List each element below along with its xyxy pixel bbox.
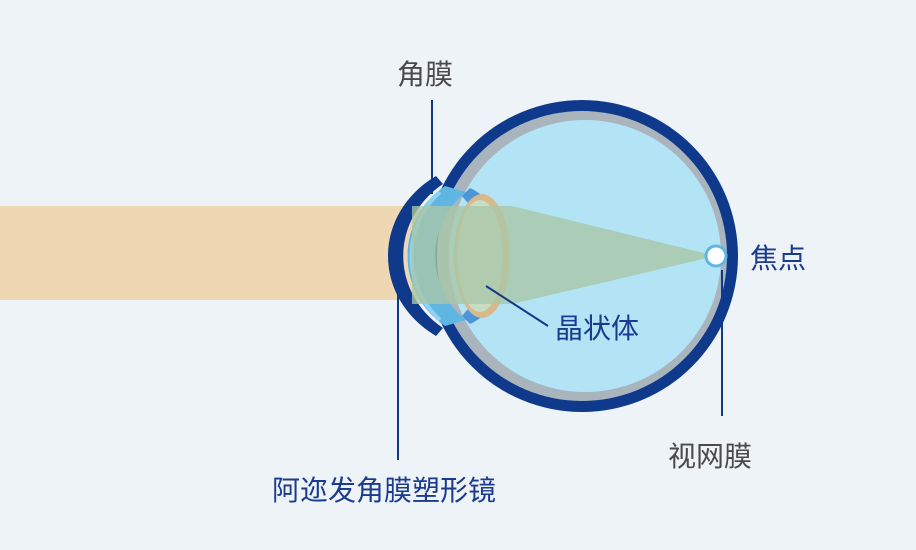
focus-label: 焦点: [750, 242, 807, 275]
incoming-light-beam: [0, 206, 420, 300]
retina-label: 视网膜: [668, 440, 753, 473]
cornea-highlight: [409, 190, 442, 322]
ortho-k-lens-label: 阿迩发角膜塑形镜: [272, 474, 497, 507]
focus-point: [704, 244, 728, 268]
crystalline-lens-label: 晶状体: [555, 312, 640, 345]
focusing-light-cone: [412, 206, 716, 304]
ortho-k-lens-shape: [388, 176, 443, 336]
lens-leader-line: [485, 285, 549, 327]
cornea-label: 角膜: [397, 58, 454, 91]
